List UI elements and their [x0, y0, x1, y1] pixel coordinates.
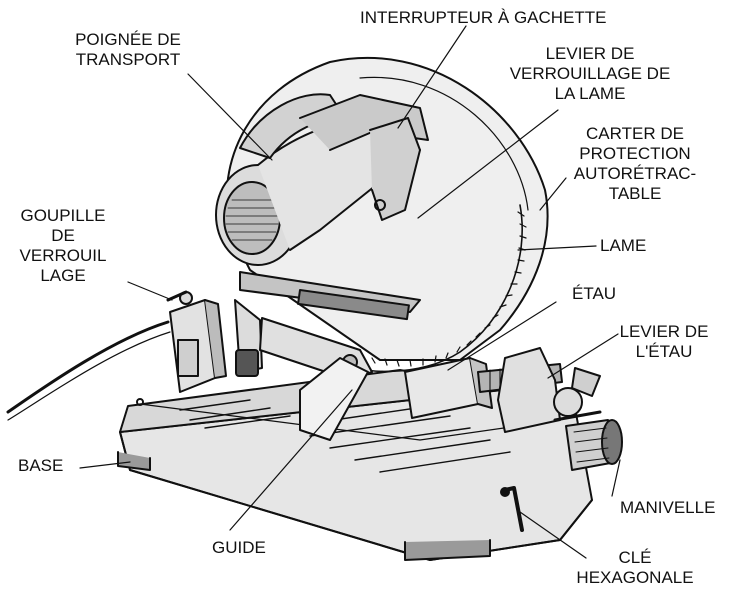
label-blade-lock-lever-line2: VERROUILLAGE DE	[509, 64, 671, 83]
label-hex-key: CLÉ HEXAGONALE	[570, 548, 700, 588]
vise	[404, 347, 602, 433]
label-lock-pin-line3: VERROUIL	[19, 246, 107, 265]
label-hex-key-line1: CLÉ	[618, 548, 652, 567]
label-base-text: BASE	[18, 456, 64, 475]
label-blade-text: LAME	[600, 236, 647, 255]
label-crank-text: MANIVELLE	[620, 498, 716, 517]
label-lock-pin-line1: GOUPILLE	[20, 206, 106, 225]
label-vise-lever: LEVIER DE L'ÉTAU	[604, 322, 724, 362]
label-guard-line3: AUTORÉTRAC-	[573, 164, 697, 183]
label-trigger-switch: INTERRUPTEUR À GACHETTE	[360, 8, 607, 28]
label-vise-lever-line2: L'ÉTAU	[635, 342, 693, 361]
leader-lines	[79, 25, 621, 559]
fence	[299, 357, 369, 441]
power-cord	[6, 320, 170, 414]
label-vise-lever-line1: LEVIER DE	[619, 322, 709, 341]
label-carry-handle-line2: TRANSPORT	[75, 50, 181, 69]
label-vise: ÉTAU	[572, 284, 616, 304]
lock-pin-block	[166, 290, 227, 393]
label-blade-lock-lever-line3: LA LAME	[554, 84, 626, 103]
label-guard-line4: TABLE	[608, 184, 662, 203]
hex-key	[503, 486, 524, 532]
saw-head	[215, 56, 549, 381]
label-lock-pin-line2: DE	[51, 226, 75, 245]
label-blade: LAME	[600, 236, 646, 256]
trigger-handle	[369, 117, 421, 221]
label-guard-line2: PROTECTION	[579, 144, 691, 163]
vise-lever	[571, 367, 601, 397]
label-lock-pin: GOUPILLE DE VERROUIL LAGE	[8, 206, 118, 286]
label-carry-handle-line1: POIGNÉE DE	[75, 30, 181, 49]
label-blade-lock-lever: LEVIER DE VERROUILLAGE DE LA LAME	[505, 44, 675, 104]
label-lock-pin-line4: LAGE	[40, 266, 86, 285]
label-fence: GUIDE	[212, 538, 266, 558]
label-hex-key-line2: HEXAGONALE	[576, 568, 694, 587]
label-blade-lock-lever-line1: LEVIER DE	[545, 44, 635, 63]
crank-handle	[565, 419, 623, 471]
label-vise-text: ÉTAU	[572, 284, 617, 303]
label-trigger-switch-text: INTERRUPTEUR À GACHETTE	[360, 8, 607, 27]
label-guard-line1: CARTER DE	[586, 124, 684, 143]
label-crank: MANIVELLE	[620, 498, 715, 518]
label-guard: CARTER DE PROTECTION AUTORÉTRAC- TABLE	[560, 124, 710, 204]
label-fence-text: GUIDE	[212, 538, 266, 557]
label-carry-handle: POIGNÉE DE TRANSPORT	[58, 30, 198, 70]
label-base: BASE	[18, 456, 63, 476]
